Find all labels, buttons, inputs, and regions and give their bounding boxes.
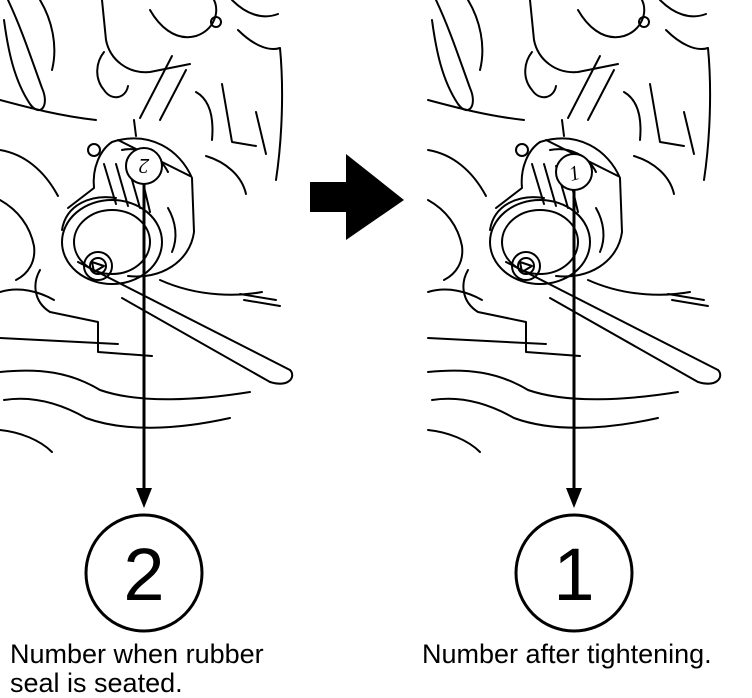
left-panel-illustration: 2 2	[0, 0, 294, 633]
left-caption-line-2: seal is seated.	[10, 668, 183, 698]
arrow-right-icon	[310, 154, 404, 240]
right-caption: Number after tightening.	[422, 640, 712, 669]
left-callout-circle	[84, 513, 204, 633]
right-callout-circle	[514, 513, 634, 633]
right-caption-line: Number after tightening.	[422, 639, 712, 669]
right-panel-illustration: 1 1	[427, 0, 722, 633]
left-pointer-arrowhead	[136, 488, 152, 508]
left-caption: Number when rubber seal is seated.	[10, 640, 264, 698]
right-callout-number: 1	[553, 533, 594, 616]
left-caption-line-1: Number when rubber	[10, 639, 264, 669]
left-callout-number: 2	[123, 533, 164, 616]
left-filter-mark: 2	[138, 154, 149, 178]
right-pointer-arrowhead	[566, 488, 582, 508]
